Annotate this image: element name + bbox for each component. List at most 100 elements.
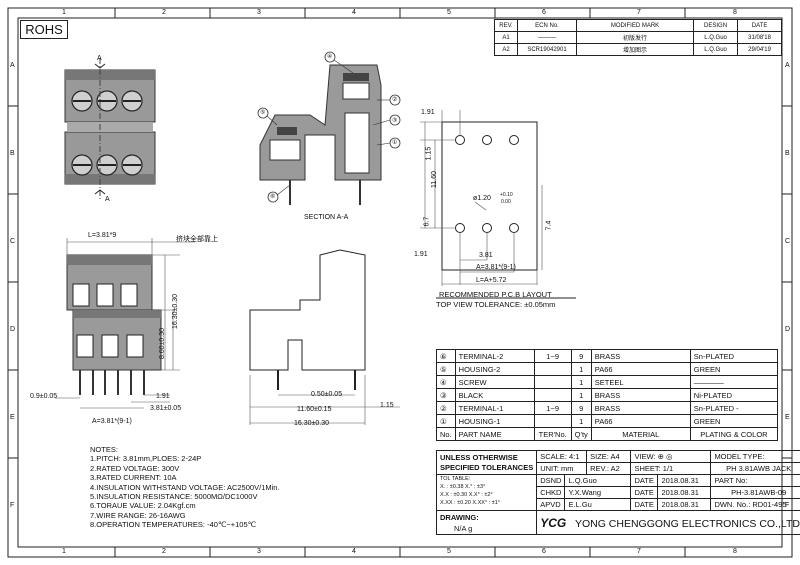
title-block: UNLESS OTHERWISE SPECIFIED TOLERANCES SC… <box>435 450 800 535</box>
drawing-value: N/A g <box>454 523 473 533</box>
parts-cell: Sn-PLATED <box>689 349 779 363</box>
parts-cell: ④ <box>436 375 456 389</box>
parts-cell: 1~9 <box>533 349 572 363</box>
rev-cell: REV.: A2 <box>586 462 632 475</box>
company-logo: YCG <box>540 515 567 530</box>
parts-header-cell: No. <box>436 427 456 441</box>
tol-row: X.X : ±0.30 <box>440 492 468 498</box>
rev-cell: A1 <box>494 31 518 44</box>
pcb-dim-191-left: 1.91 <box>414 251 428 258</box>
border-letter: D <box>10 326 16 333</box>
border-number: 6 <box>542 9 546 16</box>
date-label: DATE <box>630 498 659 511</box>
parts-cell: Ni-PLATED <box>689 388 779 402</box>
date-value: 2018.08.31 <box>657 498 712 511</box>
parts-cell: ———— <box>689 375 779 389</box>
sheet-cell: SHEET: 1/1 <box>630 462 712 475</box>
border-letter: C <box>10 238 16 245</box>
parts-cell <box>533 362 572 376</box>
side-dim-d2: 1.91 <box>156 393 170 400</box>
border-number: 8 <box>733 9 737 16</box>
pcb-dim-67: 6.7 <box>423 216 431 227</box>
end-view-drawing <box>249 249 400 425</box>
view-cell: VIEW: ⊕ ◎ <box>630 450 712 463</box>
tol-unless-2: SPECIFIED TOLERANCES <box>440 462 534 472</box>
parts-cell: GREEN <box>689 414 779 428</box>
callout-6: ⑥ <box>270 194 276 200</box>
rev-cell: SCR19042901 <box>517 43 577 56</box>
side-dim-d3: 3.81±0.05 <box>150 405 182 412</box>
parts-cell: GREEN <box>689 362 779 376</box>
parts-header-cell: Q'ty <box>570 427 592 441</box>
callout-1: ① <box>392 140 398 146</box>
rev-cell: 29/04'19 <box>737 43 782 56</box>
rohs-text: ROHS <box>25 22 63 37</box>
rev-cell: ——— <box>517 31 577 44</box>
pcb-layout-drawing <box>420 110 543 286</box>
border-number: 1 <box>62 548 66 555</box>
rev-cell: 31/08'18 <box>737 31 782 44</box>
scale-cell: SCALE: 4:1 <box>536 450 588 463</box>
border-letter: C <box>785 238 791 245</box>
parts-cell: ① <box>436 414 456 428</box>
rev-header-cell: DESIGN <box>692 19 739 32</box>
rev-cell: A2 <box>494 43 518 56</box>
note-item: 3.RATED CURRENT: 10A <box>90 473 177 483</box>
tol-row: X.XX° : ±1° <box>472 500 500 506</box>
parts-cell: SETEEL <box>590 375 691 389</box>
revision-row: A1 ——— 初版发行 L.Q.Guo 31/08'18 <box>494 31 782 44</box>
border-letter: A <box>785 62 790 69</box>
border-letter: F <box>10 502 15 509</box>
parts-cell: BRASS <box>590 349 691 363</box>
parts-cell <box>533 375 572 389</box>
tol-row: X.° : ±3° <box>465 484 486 490</box>
parts-header-cell: PLATING & COLOR <box>689 427 779 441</box>
parts-cell: 9 <box>570 401 592 415</box>
tol-row: X.X° : ±2° <box>468 492 493 498</box>
border-number: 4 <box>352 548 356 555</box>
model-label: MODEL TYPE: <box>710 450 800 463</box>
rev-cell: 增加图示 <box>576 43 694 56</box>
parts-cell: ③ <box>436 388 456 402</box>
revision-row: A2 SCR19042901 增加图示 L.Q.Guo 29/04'19 <box>494 43 782 56</box>
side-note: 挤块全部靠上 <box>176 236 218 243</box>
parts-cell: BRASS <box>590 388 691 402</box>
end-dim-d4: 1.15 <box>380 402 394 409</box>
pcb-dim-a: A=3.81*(9-1) <box>476 264 516 271</box>
parts-cell: Sn-PLATED - <box>689 401 779 415</box>
border-number: 5 <box>447 9 451 16</box>
chkd-value: Y.X.Wang <box>564 486 632 499</box>
side-dim-h1: 16.30±0.30 <box>171 294 179 329</box>
parts-cell: ⑥ <box>436 349 456 363</box>
pcb-dim-191-top: 1.91 <box>421 109 435 116</box>
section-mark-bottom: A <box>105 196 110 203</box>
border-number: 6 <box>542 548 546 555</box>
rev-header-cell: REV. <box>494 19 518 32</box>
note-item: 5.INSULATION RESISTANCE: 5000MΩ/DC1000V <box>90 492 258 502</box>
dsnd-value: L.Q.Guo <box>564 474 632 487</box>
tol-unless-1: UNLESS OTHERWISE <box>440 452 518 462</box>
chkd-label: CHKD <box>536 486 566 499</box>
tol-title: TOL TABLE: <box>440 476 471 482</box>
rev-cell: L.Q.Guo <box>692 31 739 44</box>
drawing-label: DRAWING: <box>440 512 479 522</box>
pcb-dim-1160: 11.60 <box>431 171 438 188</box>
pcb-dim-74: 7.4 <box>545 220 553 231</box>
section-mark-top: A <box>97 55 102 62</box>
apvd-label: APVD <box>536 498 566 511</box>
parts-cell: HOUSING-1 <box>454 414 535 428</box>
side-dim-pitch-total: L=3.81*9 <box>88 232 117 239</box>
callout-3: ③ <box>392 118 398 124</box>
parts-cell: PA66 <box>590 362 691 376</box>
side-dim-d1: 0.9±0.05 <box>30 393 58 400</box>
note-item: 7.WIRE RANGE: 26-16AWG <box>90 510 186 520</box>
pcb-subtitle: TOP VIEW TOLERANCE: ±0.05mm <box>436 300 556 309</box>
size-cell: SIZE: A4 <box>586 450 632 463</box>
parts-cell: SCREW <box>454 375 535 389</box>
border-number: 5 <box>447 548 451 555</box>
top-view-drawing <box>64 58 156 200</box>
border-number: 7 <box>637 9 641 16</box>
note-item: 1.PITCH: 3.81mm,PLOES: 2-24P <box>90 454 202 464</box>
parts-cell: 1 <box>570 375 592 389</box>
